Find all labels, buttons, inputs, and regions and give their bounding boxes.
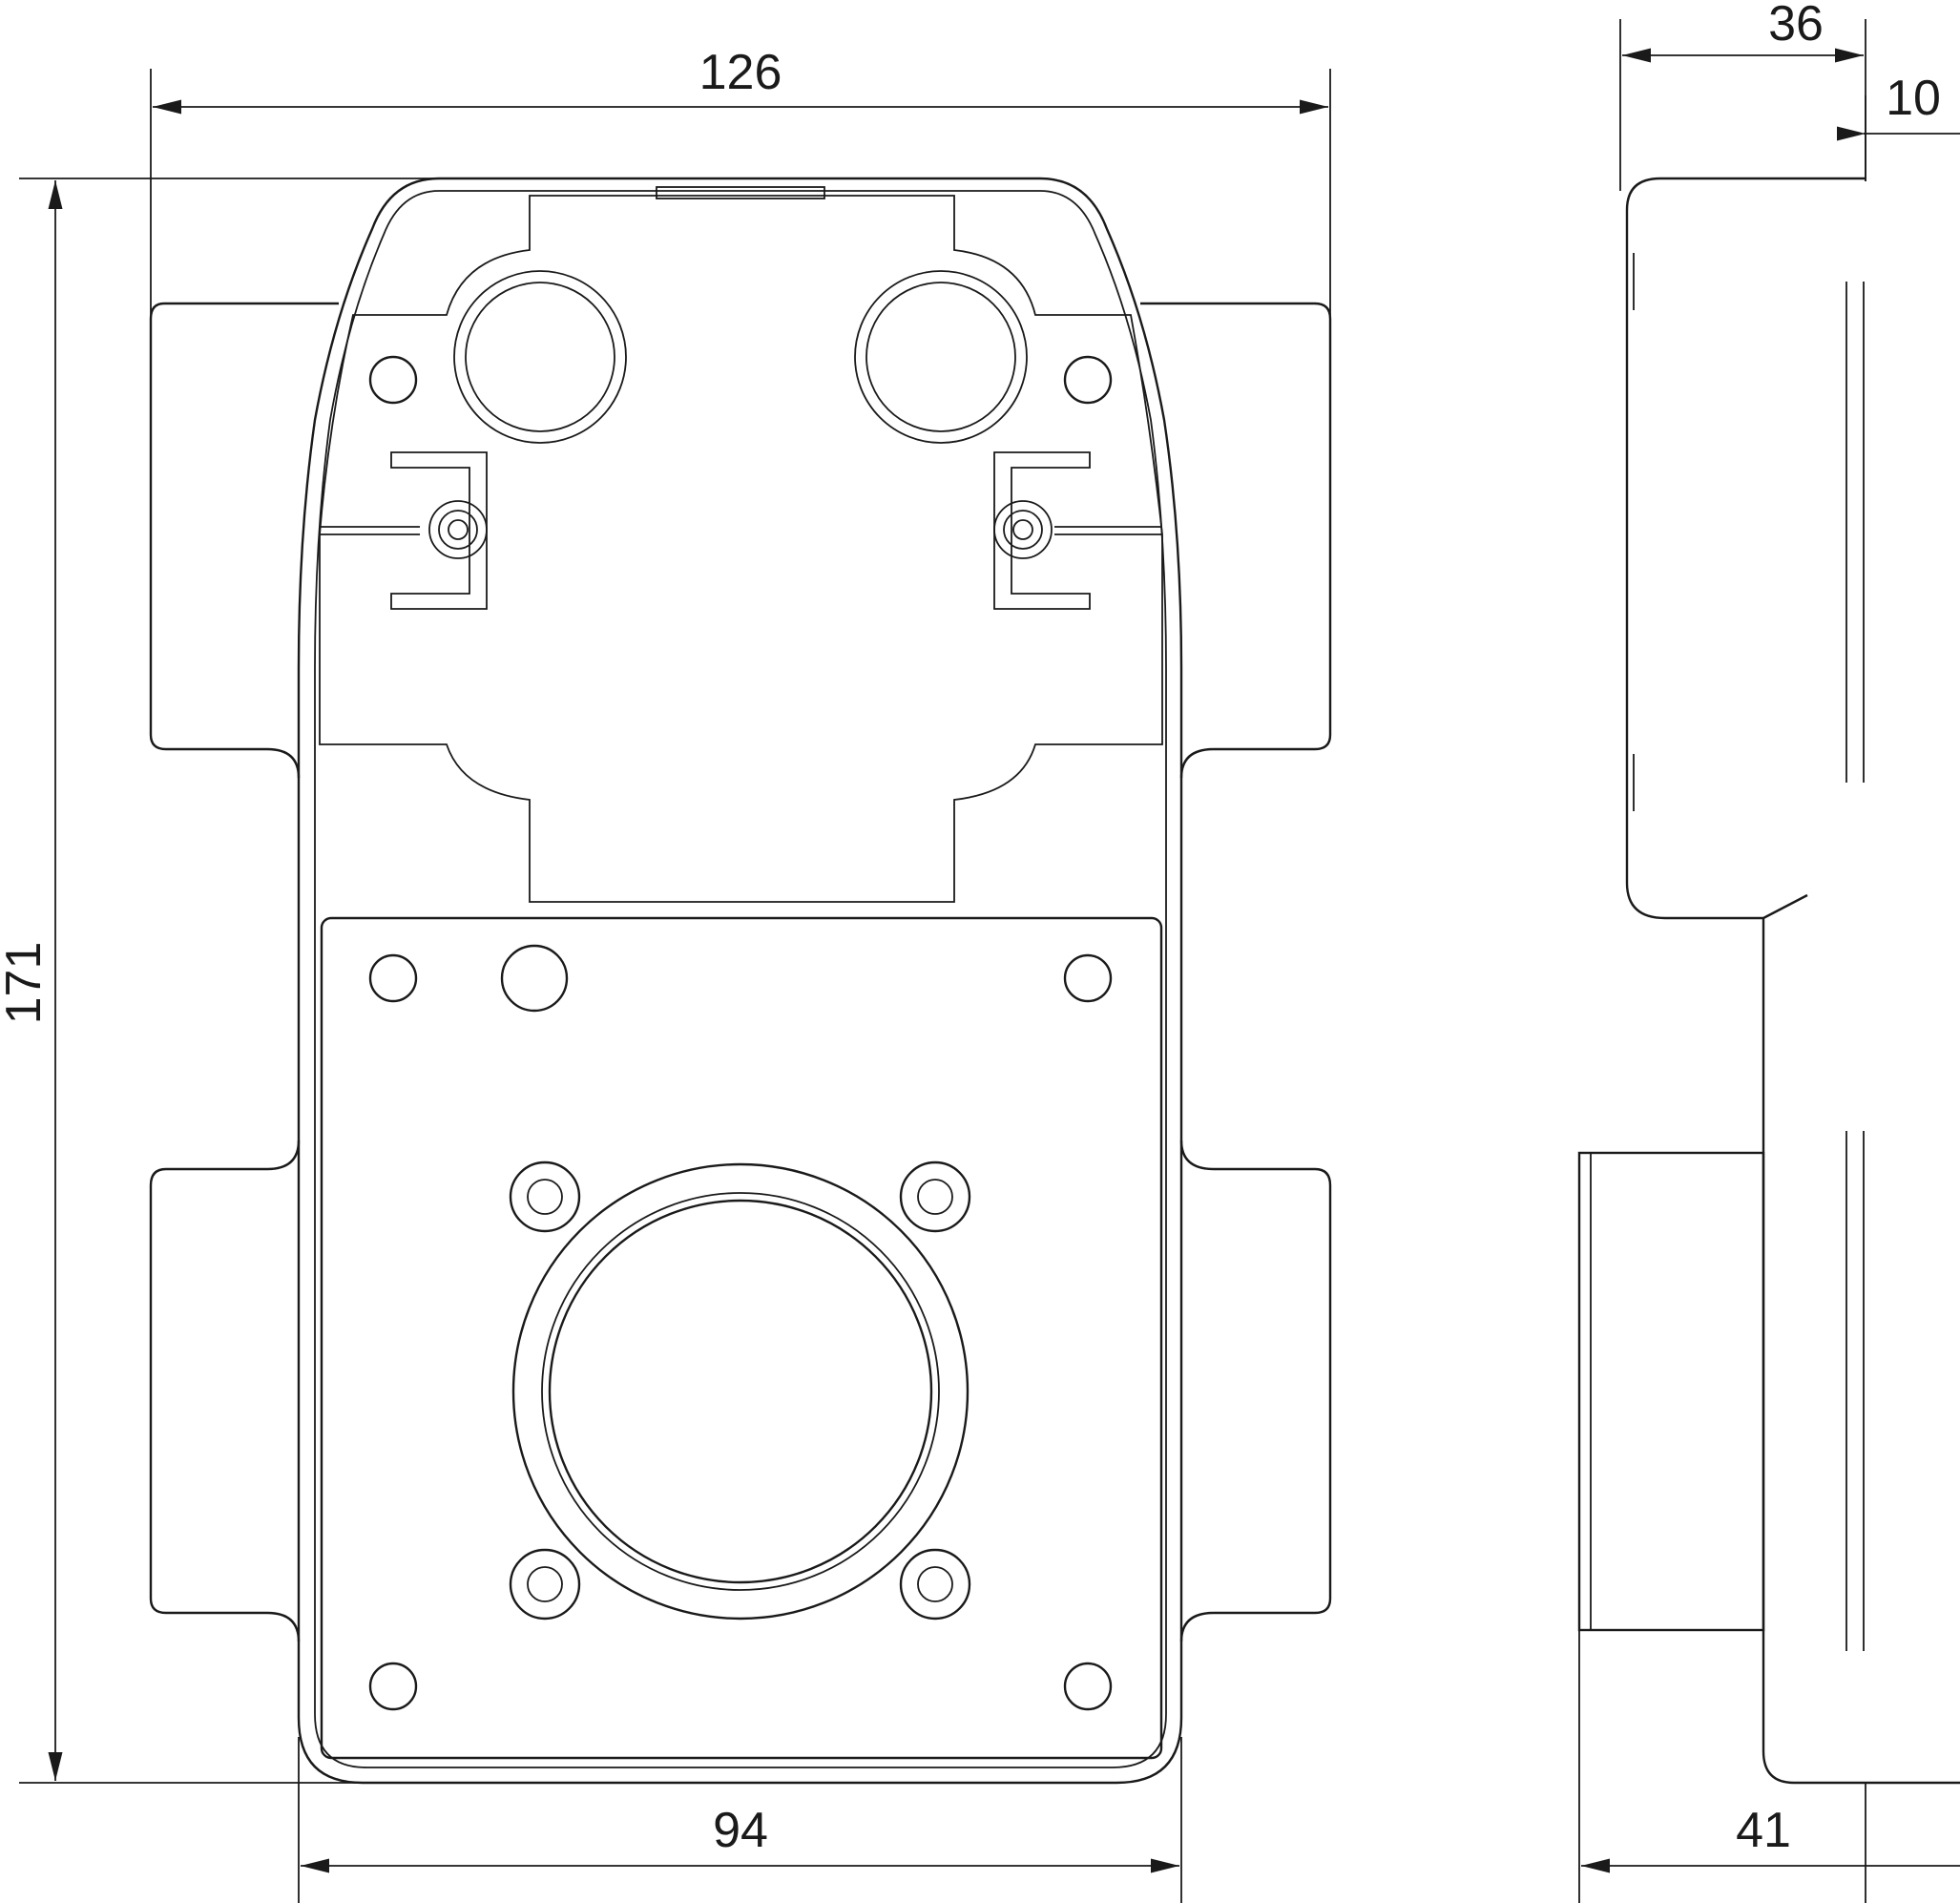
side-upper-housing [1625,177,1866,920]
knockout-ring-right [854,270,1028,444]
lower-left-tab [149,1140,301,1642]
bracket-right [993,451,1091,610]
upper-recess [319,195,1163,903]
upper-left-tab [149,302,339,779]
bracket-left [390,451,488,610]
screw-hole-upper-right [1063,355,1113,405]
dim-label-overall-width: 126 [699,45,782,100]
top-slot [656,186,825,199]
screw-hole-plate-tl [368,953,418,1003]
lower-plate [320,916,1163,1760]
front-view [149,177,1332,1785]
dim-label-side-plate-offset: 10 [1886,71,1941,126]
main-body-outline [297,177,1183,1785]
screw-hole-plate-br [1063,1662,1113,1711]
washer-tr [899,1161,971,1233]
upper-right-tab [1140,302,1332,779]
dim-label-overall-height: 171 [0,942,52,1025]
side-lower-housing [1762,918,1960,1785]
side-spigot [1577,1151,1765,1632]
large-hole-plate [500,944,569,1013]
central-opening [511,1162,970,1621]
washer-bl [509,1548,581,1621]
washer-tl [509,1161,581,1233]
side-view [1577,177,1960,1785]
dimension-lines [19,19,1960,1903]
dim-label-side-depth-bottom: 41 [1736,1803,1791,1858]
lower-right-tab [1179,1140,1332,1642]
screw-hole-upper-left [368,355,418,405]
bracket-screw-right [993,500,1053,559]
screw-hole-plate-tr [1063,953,1113,1003]
main-body-inner-outline [314,190,1167,1768]
washer-br [899,1548,971,1621]
dim-label-body-width: 94 [713,1803,768,1858]
screw-hole-plate-bl [368,1662,418,1711]
dim-label-side-depth-top: 36 [1768,0,1824,52]
bracket-screw-left [428,500,488,559]
knockout-ring-left [453,270,627,444]
